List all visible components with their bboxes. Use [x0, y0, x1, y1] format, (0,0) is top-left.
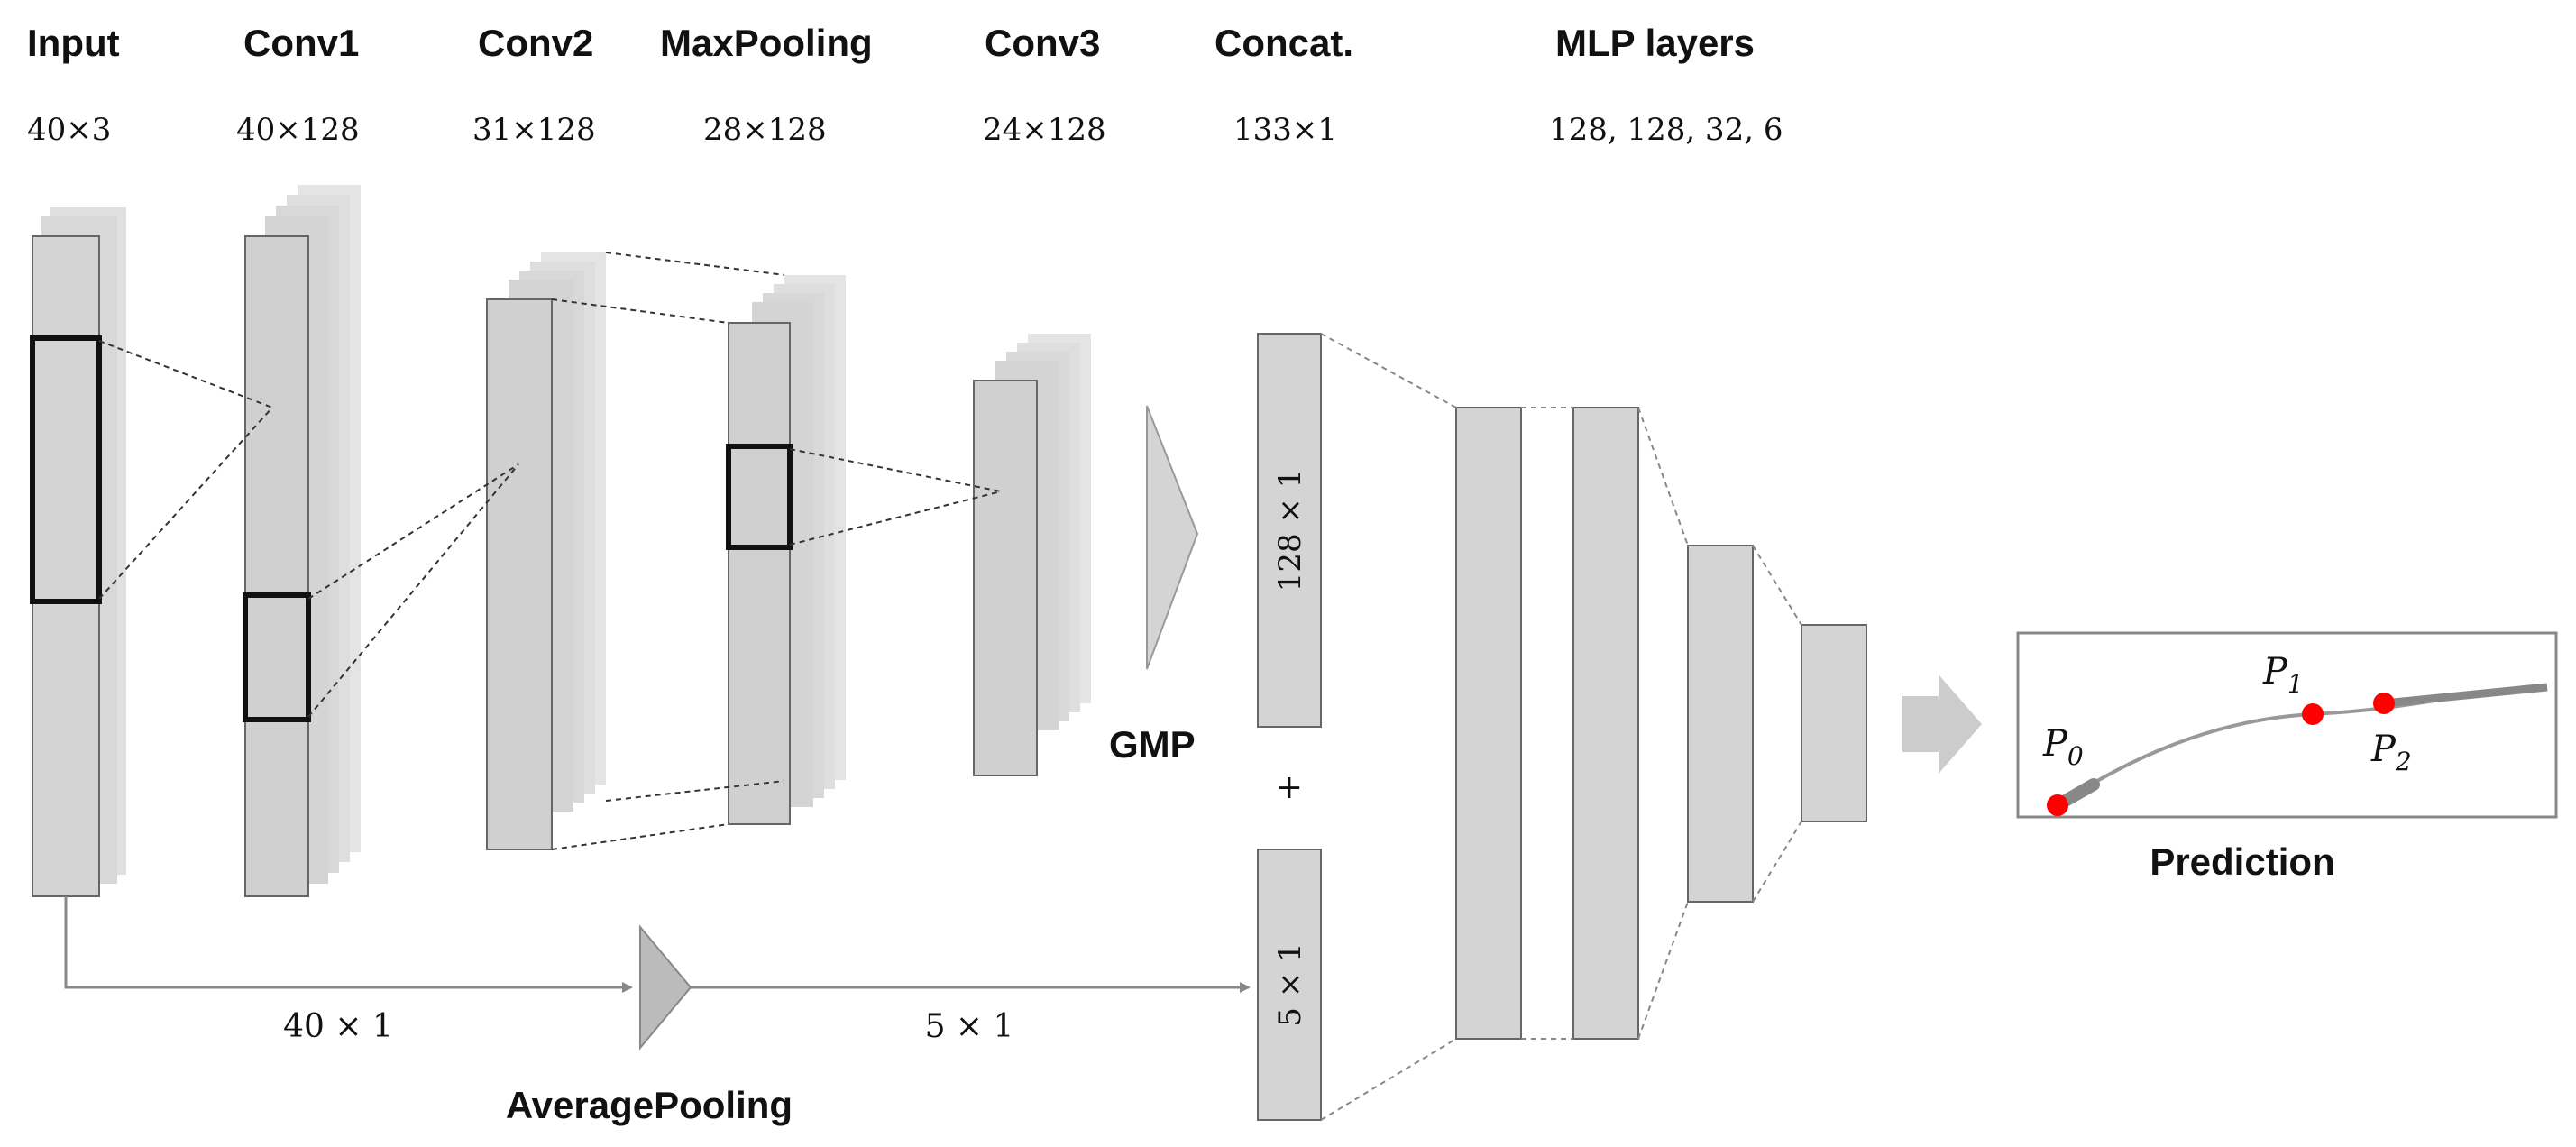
dim-mlp-layers: 128, 128, 32, 6	[1549, 112, 1783, 148]
conv3-stack	[973, 334, 1091, 776]
point-p0-label: P0	[2042, 723, 2084, 771]
receptive-field-lines	[98, 252, 1002, 850]
avgpool-input-dim: 40 × 1	[283, 1008, 393, 1045]
concat-bottom-label: 5 × 1	[1272, 942, 1308, 1026]
header-mlp-layers: MLP layers	[1555, 22, 1755, 64]
point-p2-marker	[2373, 693, 2395, 714]
avgpool-triangle	[639, 924, 692, 1051]
dim-conv2: 31×128	[472, 112, 596, 148]
point-p2-label: P2	[2370, 729, 2412, 776]
header-maxpooling: MaxPooling	[660, 22, 873, 64]
avgpool-output-dim: 5 × 1	[925, 1008, 1014, 1045]
dim-conv1: 40×128	[236, 112, 360, 148]
header-conv1: Conv1	[243, 22, 359, 64]
conv1-kernel-window	[243, 592, 311, 722]
header-concat: Concat.	[1215, 22, 1353, 64]
gmp-label: GMP	[1109, 723, 1196, 766]
mlp-layer-2	[1572, 407, 1639, 1040]
header-input: Input	[27, 22, 120, 64]
maxpool-kernel-window	[726, 444, 793, 550]
plus-sign: +	[1276, 769, 1303, 806]
conv2-stack	[486, 252, 606, 850]
trajectory-end-segment	[2383, 683, 2548, 708]
output-arrow	[1902, 674, 1982, 774]
avgpool-label: AveragePooling	[506, 1084, 793, 1126]
concat-top-bar	[1257, 333, 1322, 728]
mlp-layer-1	[1455, 407, 1522, 1040]
dim-maxpooling: 28×128	[703, 112, 827, 148]
prediction-title: Prediction	[2150, 840, 2334, 883]
prediction-box	[2016, 631, 2558, 819]
concat-top-label: 128 × 1	[1272, 469, 1308, 592]
gmp-triangle	[1146, 405, 1199, 670]
header-conv2: Conv2	[478, 22, 593, 64]
mlp-layers	[1320, 333, 1867, 1121]
point-p0-marker	[2047, 794, 2068, 816]
avgpool-path	[64, 896, 1251, 1051]
mlp-layer-4	[1801, 624, 1867, 822]
input-stack	[30, 207, 126, 897]
dim-conv3: 24×128	[983, 112, 1106, 148]
input-kernel-window	[30, 335, 102, 604]
point-p1-label: P1	[2262, 651, 2304, 699]
conv1-stack	[243, 185, 361, 897]
mlp-layer-3	[1687, 545, 1754, 903]
maxpooling-stack	[726, 275, 846, 825]
concat-bottom-bar	[1257, 849, 1322, 1121]
dim-input: 40×3	[27, 112, 111, 148]
point-p1-marker	[2302, 703, 2324, 725]
header-conv3: Conv3	[985, 22, 1100, 64]
prediction-panel: P0 P1 P2	[2016, 631, 2558, 819]
dim-concat: 133×1	[1233, 112, 1337, 148]
